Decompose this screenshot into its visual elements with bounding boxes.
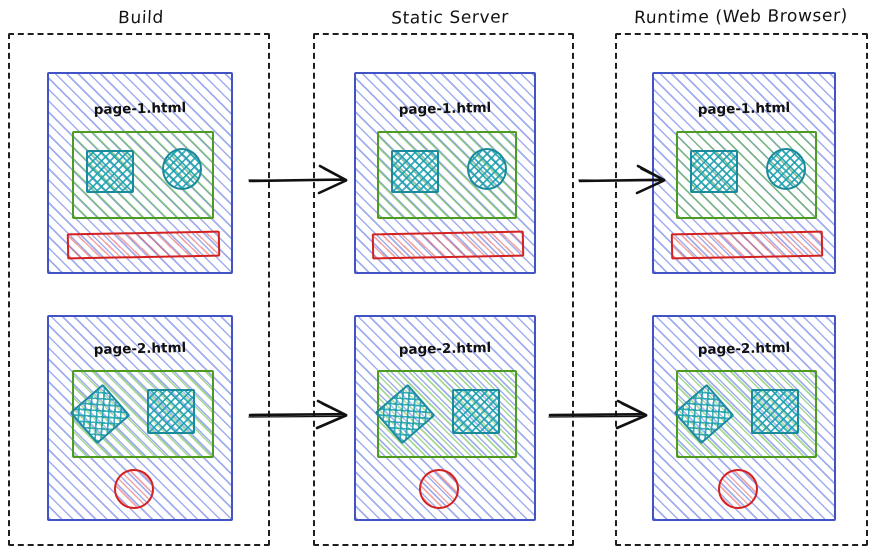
teal-circle-shape bbox=[467, 148, 507, 190]
arrow-build-to-server-bottom bbox=[248, 395, 358, 435]
red-circle-shape bbox=[114, 469, 154, 509]
red-bar-shape bbox=[670, 230, 824, 260]
arrow-build-to-server-top bbox=[248, 160, 358, 200]
lane-static-server bbox=[313, 33, 574, 546]
teal-circle-shape bbox=[766, 148, 806, 190]
page-label: page-1.html bbox=[697, 99, 791, 119]
page-card-runtime-page-2[interactable]: page-2.html bbox=[652, 315, 836, 521]
page-label: page-2.html bbox=[398, 339, 492, 359]
red-bar-shape bbox=[371, 230, 525, 260]
page-label: page-1.html bbox=[398, 99, 492, 119]
teal-square-shape bbox=[690, 150, 738, 193]
teal-square-shape bbox=[751, 389, 799, 434]
page-label: page-1.html bbox=[93, 99, 187, 119]
lane-build bbox=[8, 33, 270, 546]
page-label: page-2.html bbox=[697, 339, 791, 359]
arrow-server-to-runtime-top bbox=[578, 160, 678, 200]
teal-square-shape bbox=[452, 389, 500, 434]
column-title-build: Build bbox=[117, 7, 165, 29]
column-title-static-server: Static Server bbox=[390, 7, 510, 29]
red-bar-shape bbox=[66, 230, 221, 260]
arrow-server-to-runtime-bottom bbox=[548, 395, 658, 435]
teal-square-shape bbox=[391, 150, 439, 193]
column-title-runtime: Runtime (Web Browser) bbox=[633, 5, 849, 29]
page-card-build-page-1[interactable]: page-1.html bbox=[47, 72, 233, 274]
teal-square-shape bbox=[147, 389, 195, 434]
teal-circle-shape bbox=[162, 148, 202, 190]
page-card-static-server-page-1[interactable]: page-1.html bbox=[354, 72, 536, 274]
red-circle-shape bbox=[718, 469, 758, 509]
lane-runtime bbox=[615, 33, 868, 546]
page-label: page-2.html bbox=[93, 339, 187, 359]
teal-square-shape bbox=[86, 150, 134, 193]
page-card-build-page-2[interactable]: page-2.html bbox=[47, 315, 233, 521]
red-circle-shape bbox=[419, 469, 459, 509]
page-card-static-server-page-2[interactable]: page-2.html bbox=[354, 315, 536, 521]
page-card-runtime-page-1[interactable]: page-1.html bbox=[652, 72, 836, 274]
